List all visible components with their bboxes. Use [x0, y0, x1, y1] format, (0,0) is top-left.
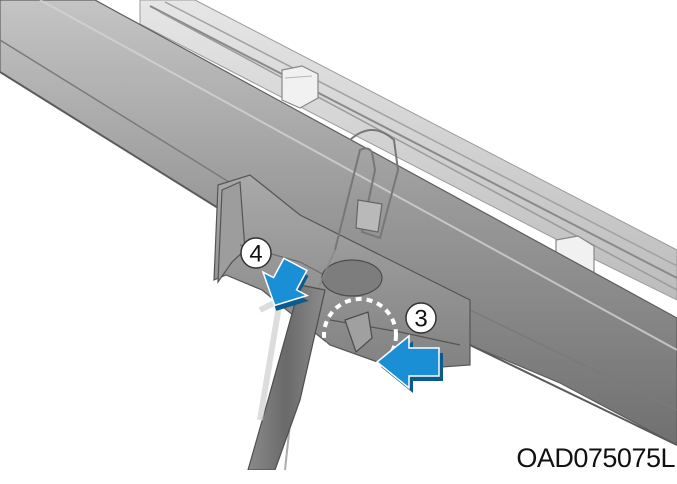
locking-tab — [344, 311, 373, 354]
step-badge-4: 4 — [240, 237, 272, 269]
step-number-3: 3 — [414, 306, 427, 333]
wiper-arm — [247, 284, 326, 470]
figure-code: OAD075075L — [516, 443, 675, 473]
wiper-illustration: 4 3 — [0, 0, 677, 470]
arrow-icon — [375, 334, 443, 393]
step-badge-3: 3 — [405, 302, 437, 334]
rubber-clip-upper — [281, 65, 319, 109]
dashed-circle-icon — [322, 297, 398, 373]
step-number-4: 4 — [249, 241, 262, 268]
arrow-icon — [261, 257, 310, 311]
